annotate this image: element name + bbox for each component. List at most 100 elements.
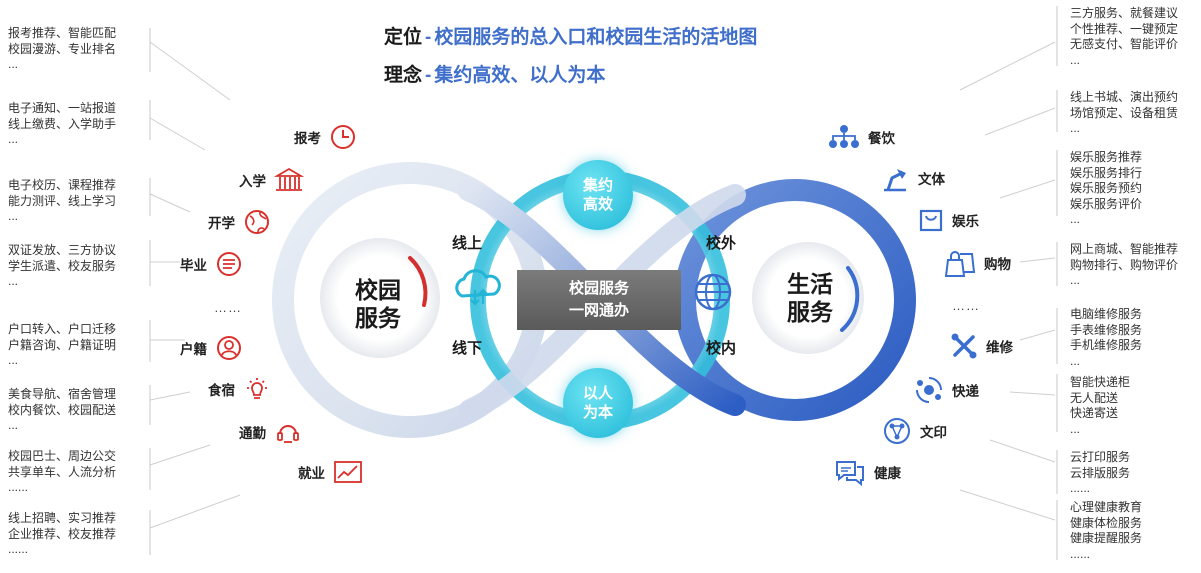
headset-icon <box>277 425 299 443</box>
left-note-employment: 线上招聘、实习推荐 企业推荐、校友推荐 ...... <box>8 511 116 558</box>
note-row: 智能快递柜 <box>1070 375 1131 389</box>
right-item-entertainment[interactable]: 娱乐 <box>918 207 979 233</box>
right-item-express[interactable]: 快递 <box>914 375 979 405</box>
left-item-food-lodging[interactable]: 食宿 <box>208 375 271 403</box>
life-service-title: 生活 服务 <box>780 270 840 326</box>
globe-network-icon <box>694 273 732 311</box>
network-icon <box>829 125 859 148</box>
left-item-enroll[interactable]: 入学 <box>239 166 304 194</box>
left-arc-accent <box>408 256 428 307</box>
note-row: 电脑维修服务 <box>1070 307 1143 321</box>
life-service-title-line2: 服务 <box>787 299 833 325</box>
note-row: ... <box>1070 52 1081 67</box>
positioning-value: 校园服务的总入口和校园生活的活地图 <box>434 27 758 48</box>
left-note-enroll: 电子通知、一站报道 线上缴费、入学助手 ... <box>8 101 116 148</box>
left-leader-lines <box>149 41 241 529</box>
left-item-term-start[interactable]: 开学 <box>208 208 271 236</box>
right-item-printing[interactable]: 文印 <box>882 416 947 446</box>
left-note-household: 户口转入、户口迁移 户籍咨询、户籍证明 ... <box>8 322 116 369</box>
right-item-dining[interactable]: 餐饮 <box>828 124 895 150</box>
note-row: ... <box>8 57 19 71</box>
note-row: ...... <box>8 542 29 556</box>
chart-icon <box>334 461 362 483</box>
right-note-repair: 电脑维修服务 手表维修服务 手机维修服务 ... <box>1070 307 1142 369</box>
online-label: 线上 <box>452 235 483 252</box>
message-icon <box>217 252 241 276</box>
left-item-graduation[interactable]: 毕业 <box>180 250 243 278</box>
left-ellipsis: …… <box>214 300 242 315</box>
one-stop-line2: 一网通办 <box>568 302 629 319</box>
efficiency-bubble: 集约 高效 <box>563 160 633 230</box>
campus-service-title-line1: 校园 <box>355 277 401 303</box>
right-item-label: 维修 <box>986 340 1013 355</box>
on-campus-label: 校内 <box>706 340 737 357</box>
note-row: ...... <box>1070 546 1091 561</box>
note-row: 购物排行、购物评价 <box>1070 257 1179 272</box>
right-item-repair[interactable]: 维修 <box>950 332 1013 360</box>
left-note-graduation: 双证发放、三方协议 学生派遣、校友服务 ... <box>8 243 116 290</box>
right-item-sports-culture[interactable]: 文体 <box>880 164 945 192</box>
desk-lamp-icon <box>884 169 906 192</box>
left-item-household[interactable]: 户籍 <box>180 334 243 362</box>
off-campus-label: 校外 <box>706 235 737 252</box>
right-note-dining: 三方服务、就餐建议 个性推荐、一键预定 无感支付、智能评价 ... <box>1070 6 1178 68</box>
left-note-commute: 校园巴士、周边公交 共享单车、人流分析 ...... <box>8 449 116 496</box>
note-row: 场馆预定、设备租赁 <box>1070 105 1179 120</box>
positioning-line: 定位-校园服务的总入口和校园生活的活地图 <box>384 22 757 49</box>
person-icon <box>217 336 241 360</box>
positioning-key: 定位 <box>384 27 423 48</box>
note-row: 娱乐服务推荐 <box>1070 150 1143 164</box>
right-note-sports-culture: 线上书城、演出预约 场馆预定、设备租赁 ... <box>1070 90 1178 137</box>
globe-icon <box>245 210 269 234</box>
right-item-label: 文印 <box>920 425 947 440</box>
note-row: 户籍咨询、户籍证明 <box>8 337 117 352</box>
delivery-icon <box>916 377 942 403</box>
note-row: 网上商城、智能推荐 <box>1070 242 1179 256</box>
note-row: ... <box>1070 121 1081 135</box>
note-row: 娱乐服务预约 <box>1070 181 1143 195</box>
philosophy-line: 理念-集约高效、以人为本 <box>384 60 605 87</box>
right-item-label: 快递 <box>952 384 979 399</box>
left-item-label: 户籍 <box>180 342 207 357</box>
clock-icon <box>331 125 355 149</box>
note-row: ...... <box>1070 481 1091 495</box>
one-stop-service-box: 校园服务 一网通办 <box>517 270 681 330</box>
left-item-exam[interactable]: 报考 <box>294 123 357 151</box>
note-row: 双证发放、三方协议 <box>8 243 117 257</box>
left-item-label: 食宿 <box>208 383 235 398</box>
left-item-label: 就业 <box>298 466 325 481</box>
note-row: 娱乐服务评价 <box>1070 196 1143 211</box>
note-row: 娱乐服务排行 <box>1070 165 1143 180</box>
left-item-label: 开学 <box>208 216 235 231</box>
note-row: 户口转入、户口迁移 <box>8 322 117 336</box>
note-row: ... <box>8 132 19 146</box>
note-row: 个性推荐、一键预定 <box>1070 21 1179 36</box>
note-row: 三方服务、就餐建议 <box>1070 6 1179 20</box>
right-loop <box>674 179 916 421</box>
note-row: 云打印服务 <box>1070 450 1131 464</box>
right-item-health[interactable]: 健康 <box>834 458 901 486</box>
lightbulb-icon <box>247 378 267 399</box>
left-note-food-lodging: 美食导航、宿舍管理 校内餐饮、校园配送 ... <box>8 387 116 434</box>
left-item-commute[interactable]: 通勤 <box>239 418 302 446</box>
left-item-label: 报考 <box>294 131 321 146</box>
right-item-label: 购物 <box>984 257 1011 272</box>
left-disk <box>320 238 440 358</box>
note-row: ... <box>1070 353 1081 368</box>
note-row: 学生派遣、校友服务 <box>8 258 117 273</box>
right-arc-accent <box>840 266 860 332</box>
philosophy-value: 集约高效、以人为本 <box>434 65 606 86</box>
note-row: ... <box>8 209 19 223</box>
left-item-employment[interactable]: 就业 <box>298 459 363 485</box>
right-item-label: 文体 <box>918 172 945 187</box>
note-row: 共享单车、人流分析 <box>8 464 117 479</box>
note-row: ... <box>8 353 19 367</box>
right-note-express: 智能快递柜 无人配送 快递寄送 ... <box>1070 375 1130 437</box>
left-note-exam: 报考推荐、智能匹配 校园漫游、专业排名 ... <box>8 26 116 73</box>
campus-service-title: 校园 服务 <box>348 276 408 332</box>
note-row: 健康提醒服务 <box>1070 531 1143 545</box>
right-item-shopping[interactable]: 购物 <box>944 248 1011 278</box>
people-first-line2: 为本 <box>582 404 613 421</box>
left-item-label: 毕业 <box>180 258 207 273</box>
philosophy-key: 理念 <box>384 65 423 86</box>
